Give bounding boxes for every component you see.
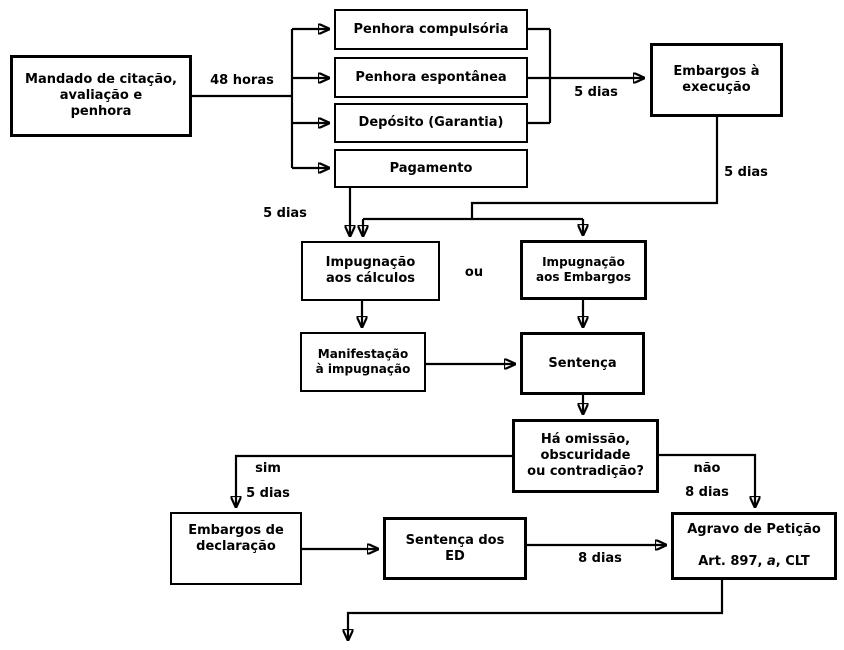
edge-label-5-dias-embargos: 5 dias <box>724 165 768 180</box>
node-sentenca: Sentença <box>520 332 645 395</box>
arrow-agravo-exit <box>348 580 724 640</box>
node-manifestacao-impugnacao: Manifestação à impugnação <box>300 332 426 392</box>
connector-embargos-down-split <box>363 117 719 221</box>
agravo-line2-pre: Art. 897, <box>698 553 767 569</box>
edge-label-5-dias-bracket: 5 dias <box>574 85 618 100</box>
edge-label-8-dias-nao: 8 dias <box>685 485 729 500</box>
node-impugnacao-embargos: Impugnação aos Embargos <box>520 240 647 300</box>
node-sentenca-ed: Sentença dos ED <box>383 517 527 580</box>
edge-label-sim: sim <box>255 461 281 476</box>
arrow-sim-to-embargos-declaracao <box>236 454 512 507</box>
edge-label-nao: não <box>693 461 721 476</box>
edge-label-8-dias-bottom: 8 dias <box>578 551 622 566</box>
node-deposito-garantia: Depósito (Garantia) <box>334 103 528 143</box>
connector-right-bracket <box>528 27 552 125</box>
agravo-line2: Art. 897, a, CLT <box>687 554 821 570</box>
node-pagamento: Pagamento <box>334 149 528 188</box>
node-penhora-compulsoria: Penhora compulsória <box>334 9 528 50</box>
agravo-line2-post: , CLT <box>775 553 810 569</box>
node-embargos-execucao: Embargos à execução <box>650 43 783 117</box>
node-embargos-declaracao: Embargos de declaração <box>170 512 302 585</box>
node-impugnacao-calculos: Impugnação aos cálculos <box>301 241 440 301</box>
node-agravo-peticao: Agravo de Petição Art. 897, a, CLT <box>671 512 837 580</box>
edge-label-5-dias-pagamento: 5 dias <box>263 206 307 221</box>
agravo-label: Agravo de Petição Art. 897, a, CLT <box>687 506 821 585</box>
arrow-nao-to-agravo <box>659 453 755 507</box>
edge-label-5-dias-sim: 5 dias <box>246 486 290 501</box>
edge-label-48-horas: 48 horas <box>210 73 274 88</box>
node-mandado-citacao: Mandado de citação, avaliação e penhora <box>10 55 192 137</box>
edge-label-ou: ou <box>464 265 484 280</box>
agravo-line1: Agravo de Petição <box>687 522 821 538</box>
node-penhora-espontanea: Penhora espontânea <box>334 57 528 98</box>
connector-mandado-branch <box>192 29 294 168</box>
agravo-line2-italic: a <box>766 553 776 569</box>
node-ha-omissao: Há omissão, obscuridade ou contradição? <box>512 419 659 493</box>
